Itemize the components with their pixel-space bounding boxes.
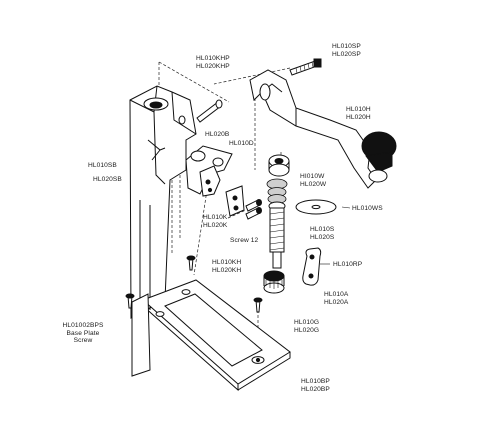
label-shaft-pin: HL010SP HL020SP (332, 43, 361, 58)
drive-shaft (266, 178, 288, 269)
retainer-plate (302, 247, 322, 286)
label-shaft-s: HL010S HL020S (310, 226, 335, 241)
drive-gear (263, 270, 285, 294)
flat-washer (295, 199, 337, 215)
label-retainer: HL010RP (333, 261, 363, 268)
label-knife: HL010K HL020K (203, 214, 228, 229)
base-plate (131, 279, 291, 392)
knob-icon (361, 131, 397, 183)
stand-body (129, 85, 197, 319)
label-base-screw: HL01002BPS Base Plate Screw (62, 322, 104, 345)
label-gear-g: HL010G HL020G (294, 319, 320, 334)
label-bracket-d: HL010D (229, 140, 254, 147)
label-stand: HL010SB (88, 162, 117, 169)
label-base-plate: HL010BP HL020BP (301, 378, 330, 393)
label-washer-w: HI010W HL020W (300, 173, 327, 188)
knife-holder-bracket (199, 165, 221, 197)
label-stand-pin: HL010KHP HL020KHP (196, 55, 230, 70)
base-plate-screws (125, 255, 263, 313)
screw-icon (245, 199, 262, 220)
knife (225, 185, 245, 217)
label-washer-ws: HL010WS (352, 205, 383, 212)
label-stand-b: HL020SB (93, 176, 122, 183)
bushing (268, 154, 290, 177)
stand-pin (196, 99, 223, 123)
label-handle: HL010H HL020H (346, 106, 371, 121)
leader-lines (320, 206, 351, 265)
label-screw: Screw 12 (230, 237, 259, 244)
label-knife-holder: HL010KH HL020KH (212, 259, 242, 274)
label-bracket-b: HL020B (205, 131, 230, 138)
label-gear-a: HL010A HL020A (324, 291, 349, 306)
shaft-pin (289, 58, 322, 76)
assembly-guides (158, 61, 310, 350)
